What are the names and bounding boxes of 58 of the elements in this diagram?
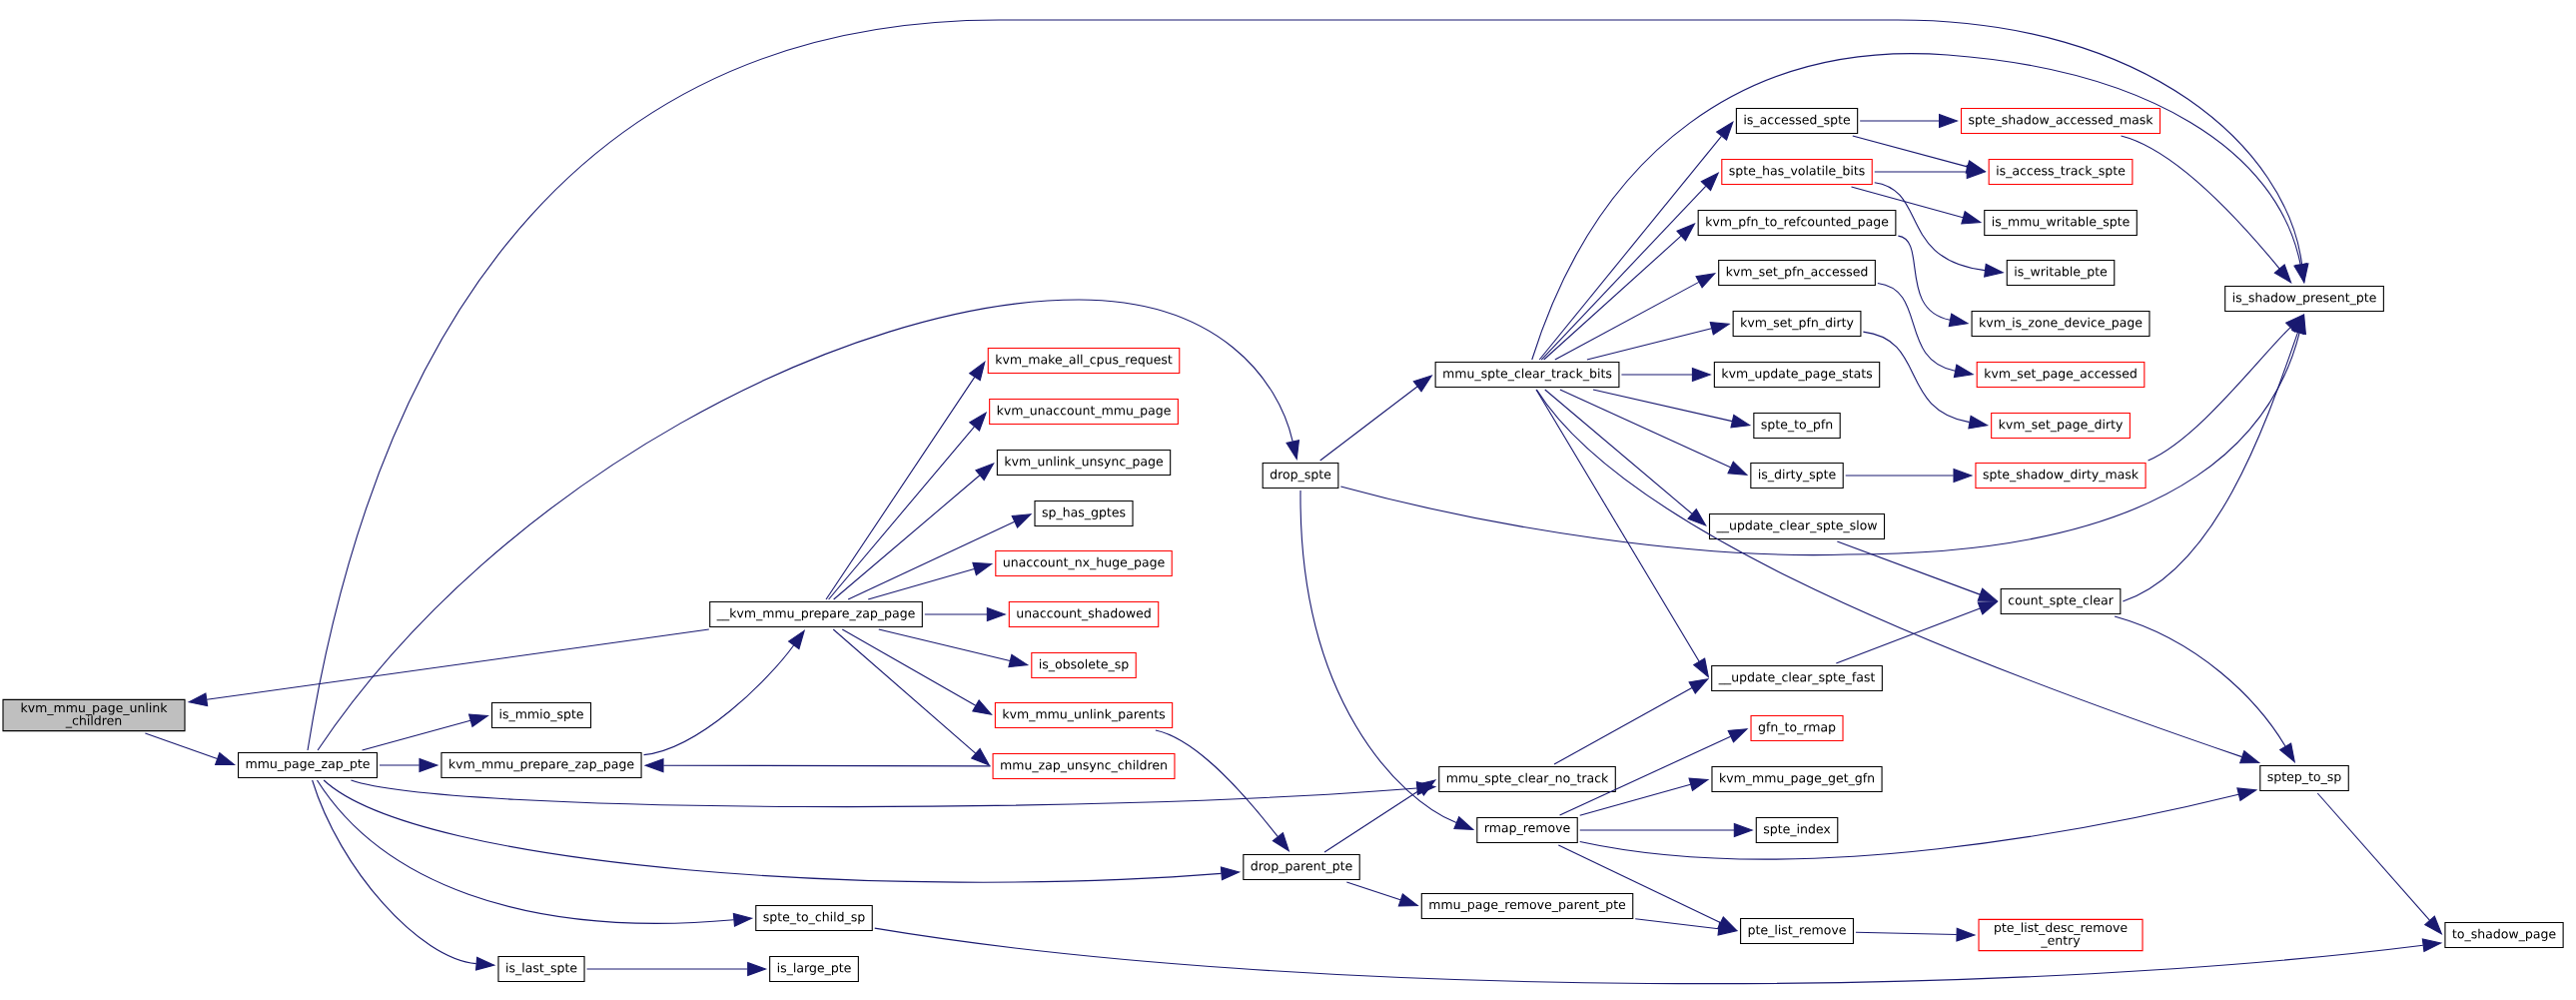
function-box: kvm_make_all_cpus_request <box>987 347 1181 375</box>
function-box: mmu_page_zap_pte <box>238 751 379 779</box>
function-box: unaccount_nx_huge_page <box>995 549 1173 577</box>
function-box: spte_to_pfn <box>1753 412 1841 440</box>
function-box: spte_to_child_sp <box>755 904 873 932</box>
arrow <box>2121 135 2292 284</box>
arrow <box>1544 389 1707 526</box>
function-box: kvm_mmu_prepare_zap_page <box>440 751 642 779</box>
function-box: gfn_to_rmap <box>1750 714 1844 742</box>
function-box: spte_shadow_dirty_mask <box>1975 462 2147 490</box>
function-box: kvm_mmu_unlink_parents <box>994 701 1174 729</box>
function-box: kvm_unaccount_mmu_page <box>989 398 1179 426</box>
function-box: mmu_spte_clear_track_bits <box>1434 361 1620 389</box>
arrow <box>825 361 986 600</box>
function-box: is_accessed_spte <box>1735 107 1859 135</box>
function-box: sptep_to_sp <box>2259 764 2349 792</box>
arrow <box>317 299 1300 751</box>
function-box: mmu_spte_clear_no_track <box>1438 765 1616 793</box>
function-box: mmu_zap_unsync_children <box>992 752 1176 780</box>
function-box: spte_index <box>1755 816 1839 844</box>
function-box: __update_clear_spte_slow <box>1708 512 1886 540</box>
function-box: is_shadow_present_pte <box>2224 285 2384 313</box>
function-box: __kvm_mmu_prepare_zap_page <box>709 600 923 628</box>
arrow <box>1531 53 2308 361</box>
function-box: kvm_pfn_to_refcounted_page <box>1697 209 1897 237</box>
function-box: spte_has_volatile_bits <box>1721 158 1873 186</box>
function-box: pte_list_remove <box>1740 917 1854 945</box>
function-box: drop_parent_pte <box>1243 853 1360 881</box>
function-box: count_spte_clear <box>2000 587 2122 615</box>
arrow <box>1538 121 1734 361</box>
function-box: is_mmu_writable_spte <box>1984 209 2138 237</box>
function-box: unaccount_shadowed <box>1008 600 1160 628</box>
function-box: kvm_set_pfn_accessed <box>1718 259 1876 287</box>
function-box: is_large_pte <box>769 955 859 983</box>
function-box: kvm_mmu_page_unlink _children <box>2 698 186 732</box>
function-box: kvm_unlink_unsync_page <box>996 449 1172 477</box>
function-box: sp_has_gptes <box>1034 500 1134 527</box>
function-box: kvm_set_page_dirty <box>1991 412 2131 440</box>
function-box: kvm_set_pfn_dirty <box>1732 310 1862 338</box>
function-box: is_last_spte <box>497 955 585 983</box>
function-box: kvm_mmu_page_get_gfn <box>1711 765 1883 793</box>
function-box: kvm_set_page_accessed <box>1976 361 2146 389</box>
function-box: is_dirty_spte <box>1750 462 1844 490</box>
arrow <box>833 463 995 600</box>
function-box: is_mmio_spte <box>490 701 592 729</box>
function-box: is_writable_pte <box>2006 259 2116 287</box>
function-box: kvm_update_page_stats <box>1713 361 1881 389</box>
function-box: mmu_page_remove_parent_pte <box>1420 892 1634 920</box>
function-box: spte_shadow_accessed_mask <box>1960 107 2161 135</box>
function-box: drop_spte <box>1262 462 1339 490</box>
function-box: kvm_is_zone_device_page <box>1971 310 2150 338</box>
function-box: is_obsolete_sp <box>1031 651 1137 679</box>
function-box: rmap_remove <box>1476 816 1578 844</box>
arrow <box>307 19 2309 751</box>
function-box: to_shadow_page <box>2444 921 2564 949</box>
function-box: pte_list_desc_remove _entry <box>1978 918 2144 952</box>
function-box: is_access_track_spte <box>1988 158 2134 186</box>
function-box: __update_clear_spte_fast <box>1711 664 1883 692</box>
